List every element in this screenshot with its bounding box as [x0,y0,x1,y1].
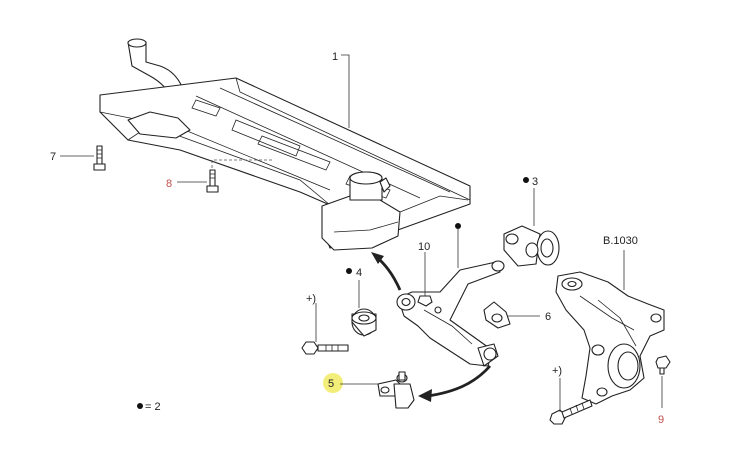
bullet-4 [346,268,352,274]
bolt-8[interactable] [206,169,219,193]
callout-highlight [323,373,343,393]
callout-8: 8 [166,178,172,190]
bullet-arm [455,223,461,229]
bushing-4[interactable] [351,308,377,337]
callout-5: 5 [328,378,334,390]
bolt-left[interactable] [301,341,349,355]
callout-7: 7 [50,151,56,163]
callout-1: 1 [332,51,338,63]
nut-9[interactable] [655,355,671,375]
bushing-3[interactable] [503,225,560,267]
plus-right: +) [552,365,562,377]
bolt-7[interactable] [93,145,106,171]
callout-3: 3 [532,176,538,188]
subframe[interactable] [99,38,471,251]
plus-left: +) [306,293,316,305]
legend-text: = 2 [145,401,161,413]
ref-label: B.1030 [603,235,638,247]
callout-6: 6 [545,311,551,323]
steering-knuckle[interactable] [555,271,665,405]
callout-10: 10 [418,241,430,253]
bracket-6[interactable] [483,301,511,329]
control-arm[interactable] [396,260,505,367]
nut-10[interactable] [417,295,433,307]
bullet-3 [523,177,529,183]
callout-4: 4 [356,267,362,279]
callout-9: 9 [658,414,664,426]
ball-joint-5[interactable] [377,371,415,409]
legend-bullet [137,403,143,409]
bolt-right[interactable] [549,399,593,425]
